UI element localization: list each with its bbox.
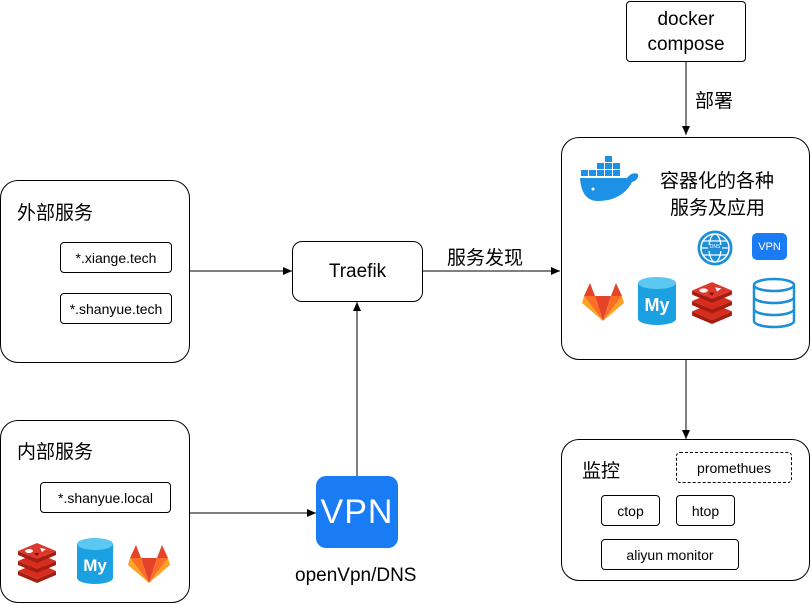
dns-globe-icon [697, 230, 733, 266]
svg-text:My: My [644, 295, 669, 315]
vpn-icon[interactable] [316, 476, 398, 548]
service-discovery-label: 服务发现 [447, 248, 524, 269]
prometheus-item[interactable]: promethues [676, 452, 792, 483]
services-title-line1: 容器化的各种 [660, 171, 775, 192]
mysql-icon: My [77, 538, 113, 584]
vpn-badge-icon [752, 233, 787, 260]
dns-globe-label: DNS [709, 244, 721, 250]
containerized-services-group[interactable]: 容器化的各种 服务及应用 DNS VPN My [561, 137, 810, 360]
domain-shanyue-local[interactable]: *.shanyue.local [40, 482, 171, 513]
ctop-item[interactable]: ctop [601, 495, 660, 526]
htop-item[interactable]: htop [676, 495, 735, 526]
external-services-group[interactable]: 外部服务 *.xiange.tech *.shanyue.tech [0, 180, 190, 363]
gitlab-icon [128, 545, 170, 583]
redis-icon [18, 543, 56, 583]
mysql-icon: My [638, 277, 676, 325]
monitoring-group[interactable]: 监控 promethues ctop htop aliyun monitor [561, 439, 810, 581]
vpn-label: VPN [320, 492, 394, 531]
docker-compose-line2: compose [647, 33, 725, 55]
internal-services-group[interactable]: 内部服务 *.shanyue.local My [0, 420, 190, 603]
gitlab-icon [582, 283, 624, 321]
deploy-label: 部署 [695, 91, 734, 112]
svg-text:My: My [83, 556, 107, 575]
redis-icon [692, 282, 732, 324]
aliyun-monitor-item[interactable]: aliyun monitor [601, 539, 739, 570]
docker-whale-icon [580, 156, 639, 201]
domain-shanyue-tech[interactable]: *.shanyue.tech [60, 293, 172, 324]
docker-compose-line1: docker [657, 8, 715, 30]
internal-services-title: 内部服务 [17, 442, 94, 463]
database-icon [752, 277, 796, 329]
traefik-node[interactable]: Traefik [292, 241, 423, 302]
monitoring-title: 监控 [582, 461, 621, 482]
docker-compose-node[interactable]: docker compose [626, 1, 746, 62]
openvpn-dns-caption: openVpn/DNS [295, 565, 417, 586]
services-title-line2: 服务及应用 [670, 198, 766, 219]
vpn-badge-label: VPN [758, 240, 781, 253]
domain-xiange-tech[interactable]: *.xiange.tech [60, 242, 172, 273]
external-services-title: 外部服务 [17, 203, 94, 224]
